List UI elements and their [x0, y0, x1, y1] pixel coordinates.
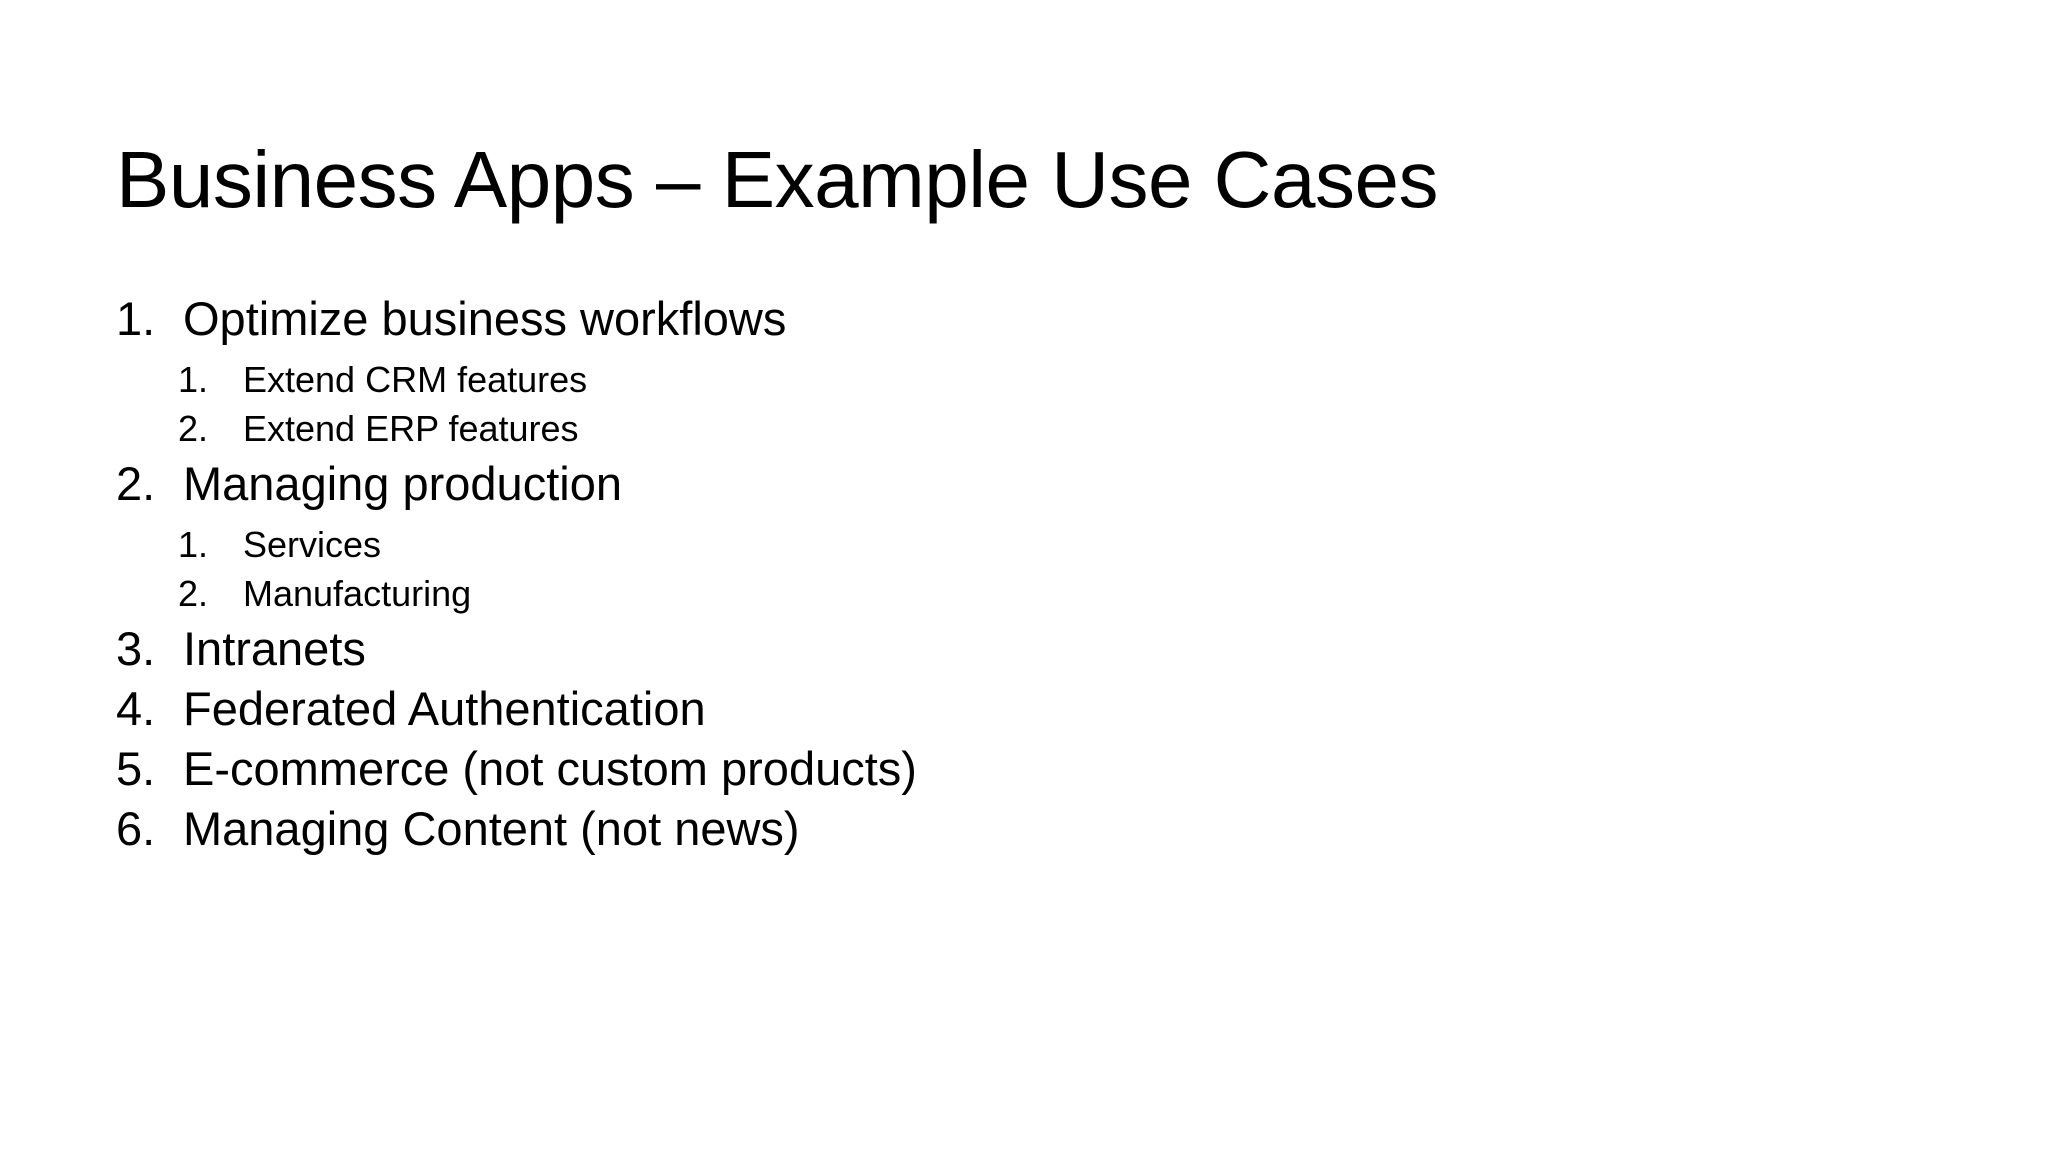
list-item: 1. Services — [116, 527, 1616, 576]
list-marker: 6. — [116, 802, 156, 855]
list-marker: 1. — [178, 359, 209, 400]
list-marker: 2. — [178, 408, 209, 449]
list-item: 3. Intranets — [116, 625, 1616, 685]
list-item: 4. Federated Authentication — [116, 685, 1616, 745]
slide-body-numbered-list: 1. Optimize business workflows 1. Extend… — [116, 295, 1616, 865]
sub-list: 1. Services 2. Manufacturing — [116, 520, 1616, 625]
list-item-label: Extend ERP features — [243, 408, 579, 449]
list-marker: 3. — [116, 622, 156, 675]
list-item-label: Federated Authentication — [183, 682, 706, 735]
list-item-label: Manufacturing — [243, 573, 472, 614]
sub-list: 1. Extend CRM features 2. Extend ERP fea… — [116, 355, 1616, 460]
list-marker: 2. — [116, 457, 156, 510]
list-item: 2. Extend ERP features — [116, 411, 1616, 460]
list-marker: 2. — [178, 573, 209, 614]
list-marker: 1. — [178, 524, 209, 565]
list-item-label: Intranets — [183, 622, 366, 675]
slide-title: Business Apps – Example Use Cases — [116, 134, 1438, 224]
list-item: 1. Extend CRM features — [116, 362, 1616, 411]
list-item-label: Managing production — [183, 457, 622, 510]
list-item-label: Services — [243, 524, 382, 565]
list-item: 2. Manufacturing — [116, 576, 1616, 625]
list-item: 5. E-commerce (not custom products) — [116, 745, 1616, 805]
list-item: 1. Optimize business workflows — [116, 295, 1616, 355]
list-item: 2. Managing production — [116, 460, 1616, 520]
list-item-label: Extend CRM features — [243, 359, 588, 400]
list-item-label: Optimize business workflows — [183, 292, 787, 345]
list-marker: 5. — [116, 742, 156, 795]
list-item-label: E-commerce (not custom products) — [183, 742, 917, 795]
list-marker: 4. — [116, 682, 156, 735]
list-item: 6. Managing Content (not news) — [116, 805, 1616, 865]
list-marker: 1. — [116, 292, 156, 345]
list-item-label: Managing Content (not news) — [183, 802, 800, 855]
